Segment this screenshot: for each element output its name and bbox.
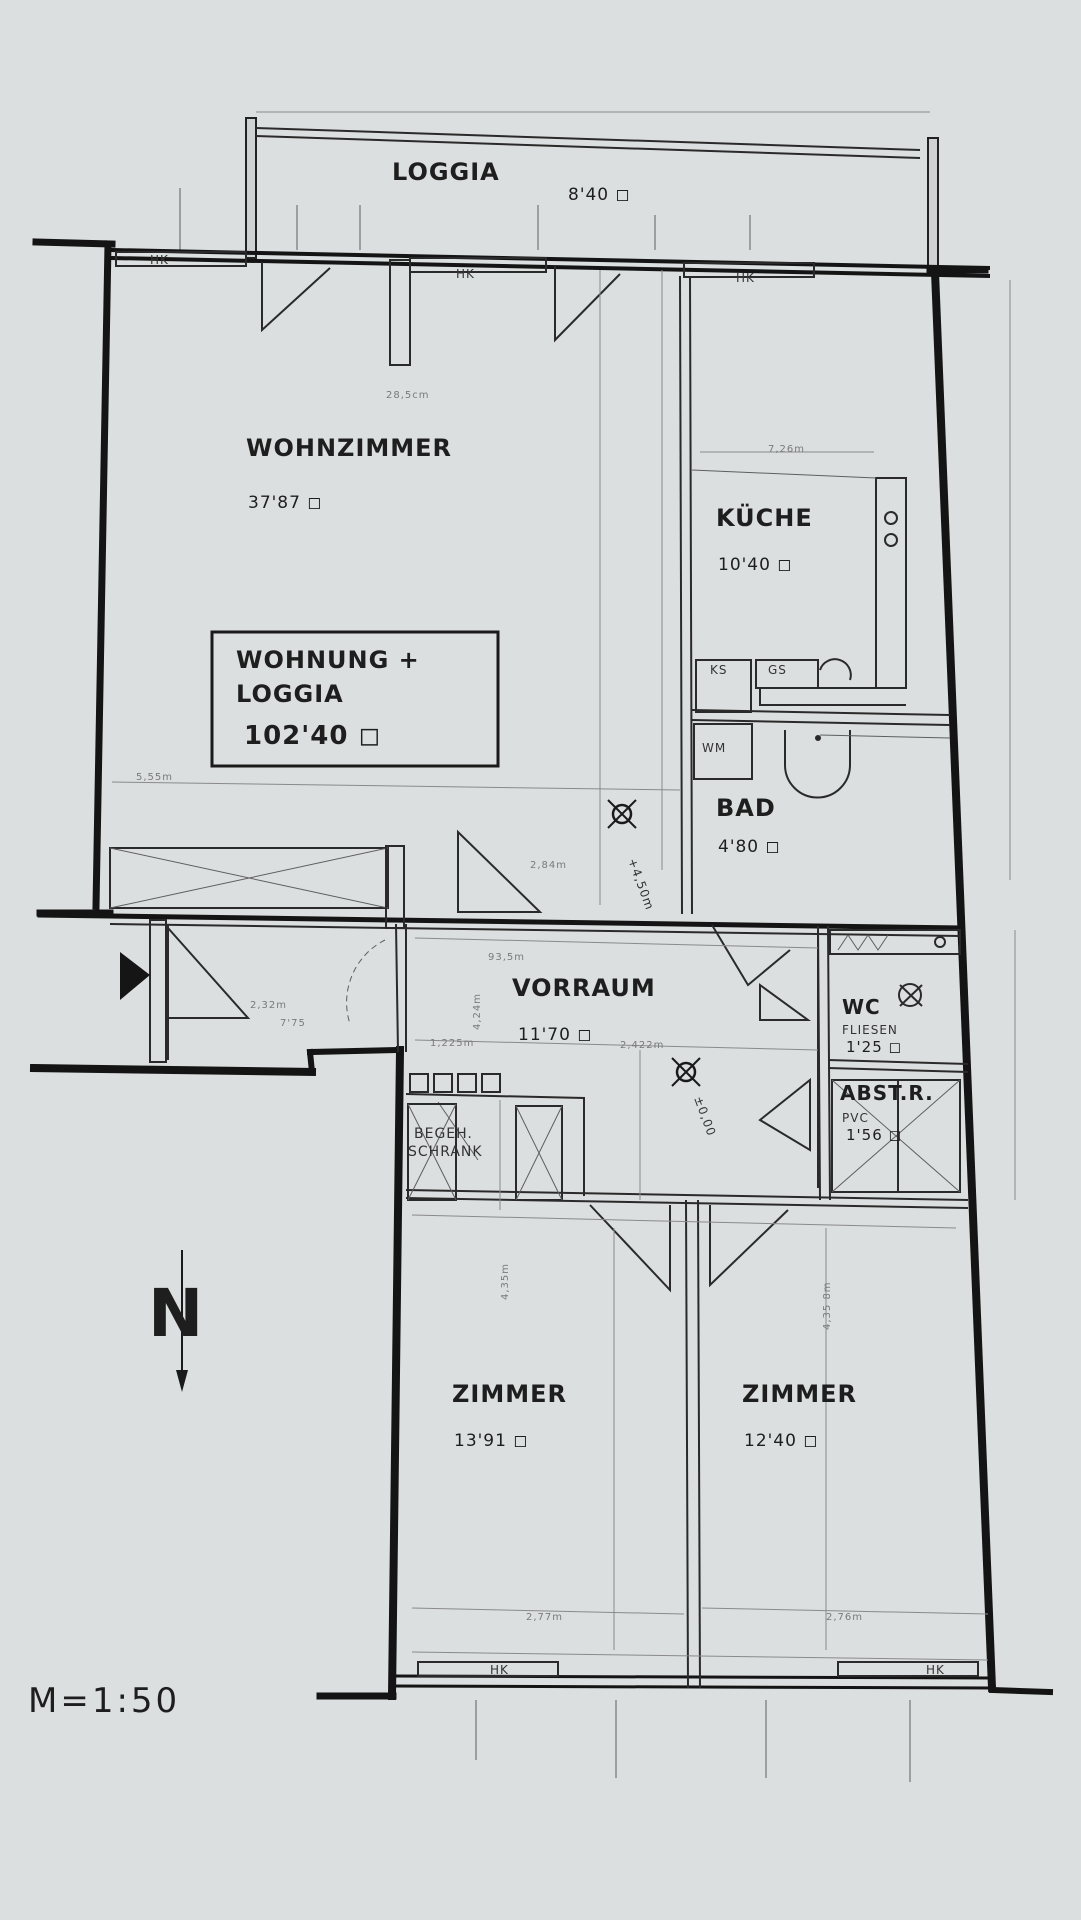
room-area-wc: 1'25 ◻ — [846, 1038, 902, 1056]
north-arrow-icon — [176, 1250, 188, 1392]
dishwasher-label: GS — [768, 663, 787, 677]
dimension-lines — [111, 270, 1016, 1661]
fridge-label: KS — [710, 663, 728, 677]
dim-text-93: 93,5m — [488, 952, 525, 963]
room-sub-wc: FLIESEN — [842, 1023, 898, 1037]
room-name-vorraum: VORRAUM — [512, 974, 656, 1002]
radiator-label-2: HK — [456, 267, 475, 281]
dim-text-4358: 4,35 8m — [822, 1281, 833, 1330]
scale-label: M=1:50 — [28, 1681, 180, 1721]
top-windows — [115, 251, 815, 366]
dim-text-1225: 1,225m — [430, 1038, 474, 1049]
dim-text-2422: 2,422m — [620, 1040, 664, 1051]
dim-text-775: 7'75 — [280, 1018, 306, 1029]
room-area-loggia: 8'40 ◻ — [568, 185, 631, 205]
room-area-zimmer-right: 12'40 ◻ — [744, 1431, 818, 1451]
room-area-vorraum: 11'70 ◻ — [518, 1025, 592, 1045]
dim-text-232: 2,32m — [250, 1000, 287, 1011]
room-area-bad: 4'80 ◻ — [718, 837, 781, 857]
loggia-area — [179, 111, 939, 267]
closet-label-line2: SCHRANK — [408, 1144, 483, 1160]
dim-text-284: 2,84m — [530, 860, 567, 871]
room-area-abstr: 1'56 ◻ — [846, 1126, 902, 1144]
dim-text-435: 4,35m — [500, 1263, 511, 1300]
entrance-door-swing — [167, 925, 251, 1060]
radiator-label-4: HK — [490, 1663, 509, 1677]
dim-text-726: 7,26m — [768, 444, 805, 455]
room-name-loggia: LOGGIA — [392, 158, 500, 186]
stair-crossings — [109, 845, 405, 929]
room-name-wc: WC — [842, 995, 881, 1019]
summary-line2: LOGGIA — [236, 680, 344, 708]
washing-machine-label: WM — [702, 741, 726, 755]
dim-text-277: 2,77m — [526, 1612, 563, 1623]
room-area-wohnzimmer: 37'87 ◻ — [248, 493, 322, 513]
dim-text-28: 28,5cm — [386, 390, 430, 401]
room-sub-abstr: PVC — [842, 1111, 869, 1125]
north-label: N — [148, 1275, 204, 1352]
room-name-zimmer-right: ZIMMER — [742, 1380, 857, 1408]
room-name-zimmer-left: ZIMMER — [452, 1380, 567, 1408]
bath-fixtures — [693, 723, 951, 799]
bottom-windows — [417, 1661, 979, 1782]
radiator-label-5: HK — [926, 1663, 945, 1677]
elevation-marker-upper-icon — [607, 799, 637, 829]
wc-fixtures — [829, 929, 961, 1193]
kitchen-fixtures — [691, 469, 907, 713]
room-name-bad: BAD — [716, 794, 776, 822]
room-area-zimmer-left: 13'91 ◻ — [454, 1431, 528, 1451]
closet-fixtures — [405, 1073, 585, 1201]
room-name-abstr: ABST.R. — [840, 1081, 934, 1105]
closet-label-line1: BEGEH. — [414, 1126, 473, 1142]
summary-box — [210, 630, 500, 768]
dim-text-555: 5,55m — [136, 772, 173, 783]
summary-line1: WOHNUNG + — [236, 646, 420, 674]
room-area-kueche: 10'40 ◻ — [718, 555, 792, 575]
room-name-wohnzimmer: WOHNZIMMER — [246, 434, 452, 462]
radiator-label-1: HK — [150, 253, 169, 267]
dim-text-276: 2,76m — [826, 1612, 863, 1623]
radiator-label-3: HK — [736, 271, 755, 285]
elevation-marker-lower-icon — [671, 1057, 701, 1087]
entrance-arrow-icon — [120, 952, 150, 1000]
door-swings — [437, 829, 812, 1293]
room-name-kueche: KÜCHE — [716, 502, 813, 532]
dim-text-4245: 4,24m — [472, 993, 483, 1030]
summary-line3: 102'40 ◻ — [244, 721, 381, 751]
